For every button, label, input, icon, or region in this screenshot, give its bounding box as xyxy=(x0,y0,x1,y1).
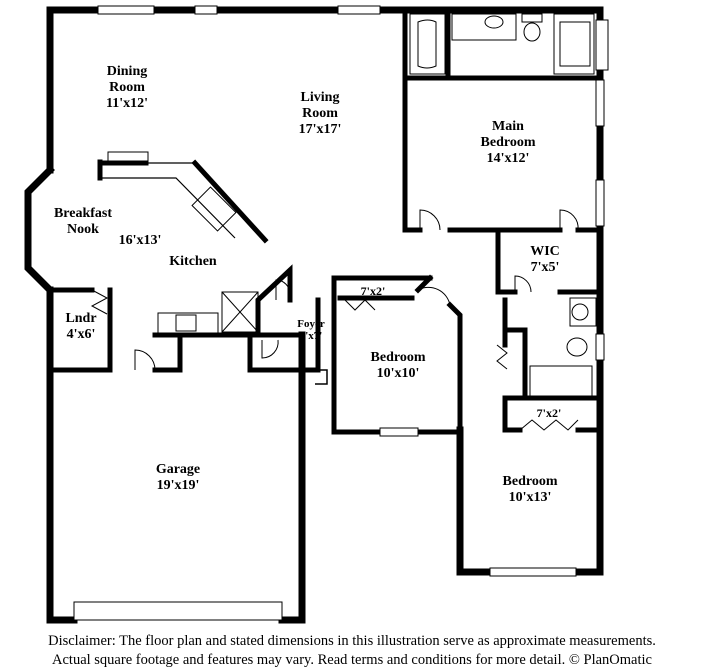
windows xyxy=(73,5,609,621)
room-garage-name: Garage xyxy=(155,462,201,477)
room-garage-size: 19'x19' xyxy=(156,478,200,493)
room-living-name-1: Living xyxy=(300,90,340,105)
room-wic: WIC 7'x5' xyxy=(518,244,572,276)
room-main-bedroom-name-2: Bedroom xyxy=(480,135,536,150)
room-dining-name-2: Room xyxy=(109,80,145,95)
room-breakfast-nook-name-2: Nook xyxy=(67,222,99,237)
room-living: Living Room 17'x17' xyxy=(284,90,356,138)
room-wic-name: WIC xyxy=(530,244,560,259)
room-bedroom-mid-name: Bedroom xyxy=(370,350,426,365)
room-closet-b-size: 7'x2' xyxy=(536,406,562,420)
room-kitchen-size: 16'x13' xyxy=(118,233,162,248)
room-foyer-size: 3'x7' xyxy=(299,330,323,342)
room-main-bedroom-name-1: Main xyxy=(492,119,524,134)
room-garage: Garage 19'x19' xyxy=(138,462,218,494)
fixtures xyxy=(100,13,597,397)
disclaimer: Disclaimer: The floor plan and stated di… xyxy=(0,632,704,670)
room-laundry: Lndr 4'x6' xyxy=(56,311,106,343)
room-kitchen-name: Kitchen xyxy=(169,254,217,269)
room-dining-name-1: Dining xyxy=(106,64,148,79)
room-bedroom-mid-size: 10'x10' xyxy=(376,366,420,381)
room-dining: Dining Room 11'x12' xyxy=(92,64,162,112)
room-laundry-name: Lndr xyxy=(65,311,97,326)
room-main-bedroom-size: 14'x12' xyxy=(486,151,530,166)
disclaimer-line-1: Disclaimer: The floor plan and stated di… xyxy=(48,633,656,649)
doors xyxy=(90,5,579,431)
room-living-name-2: Room xyxy=(302,106,338,121)
room-living-size: 17'x17' xyxy=(298,122,342,137)
room-foyer: Foyer 3'x7' xyxy=(290,318,332,342)
room-main-bedroom: Main Bedroom 14'x12' xyxy=(468,119,548,167)
room-bedroom-right: Bedroom 10'x13' xyxy=(488,474,572,506)
interior-walls xyxy=(49,9,601,435)
room-bedroom-right-size: 10'x13' xyxy=(508,490,552,505)
room-wic-size: 7'x5' xyxy=(530,260,560,275)
room-closet-a-size: 7'x2' xyxy=(360,284,386,298)
room-foyer-name: Foyer xyxy=(297,318,325,330)
exterior-walls xyxy=(24,6,604,624)
room-laundry-size: 4'x6' xyxy=(66,327,96,342)
room-bedroom-right-name: Bedroom xyxy=(502,474,558,489)
room-breakfast-nook-name-1: Breakfast xyxy=(53,206,113,221)
floor-plan xyxy=(24,5,609,624)
room-dining-size: 11'x12' xyxy=(105,96,148,111)
disclaimer-line-2: Actual square footage and features may v… xyxy=(52,652,652,668)
room-bedroom-mid: Bedroom 10'x10' xyxy=(358,350,438,382)
room-breakfast-nook: Breakfast Nook xyxy=(40,206,126,238)
